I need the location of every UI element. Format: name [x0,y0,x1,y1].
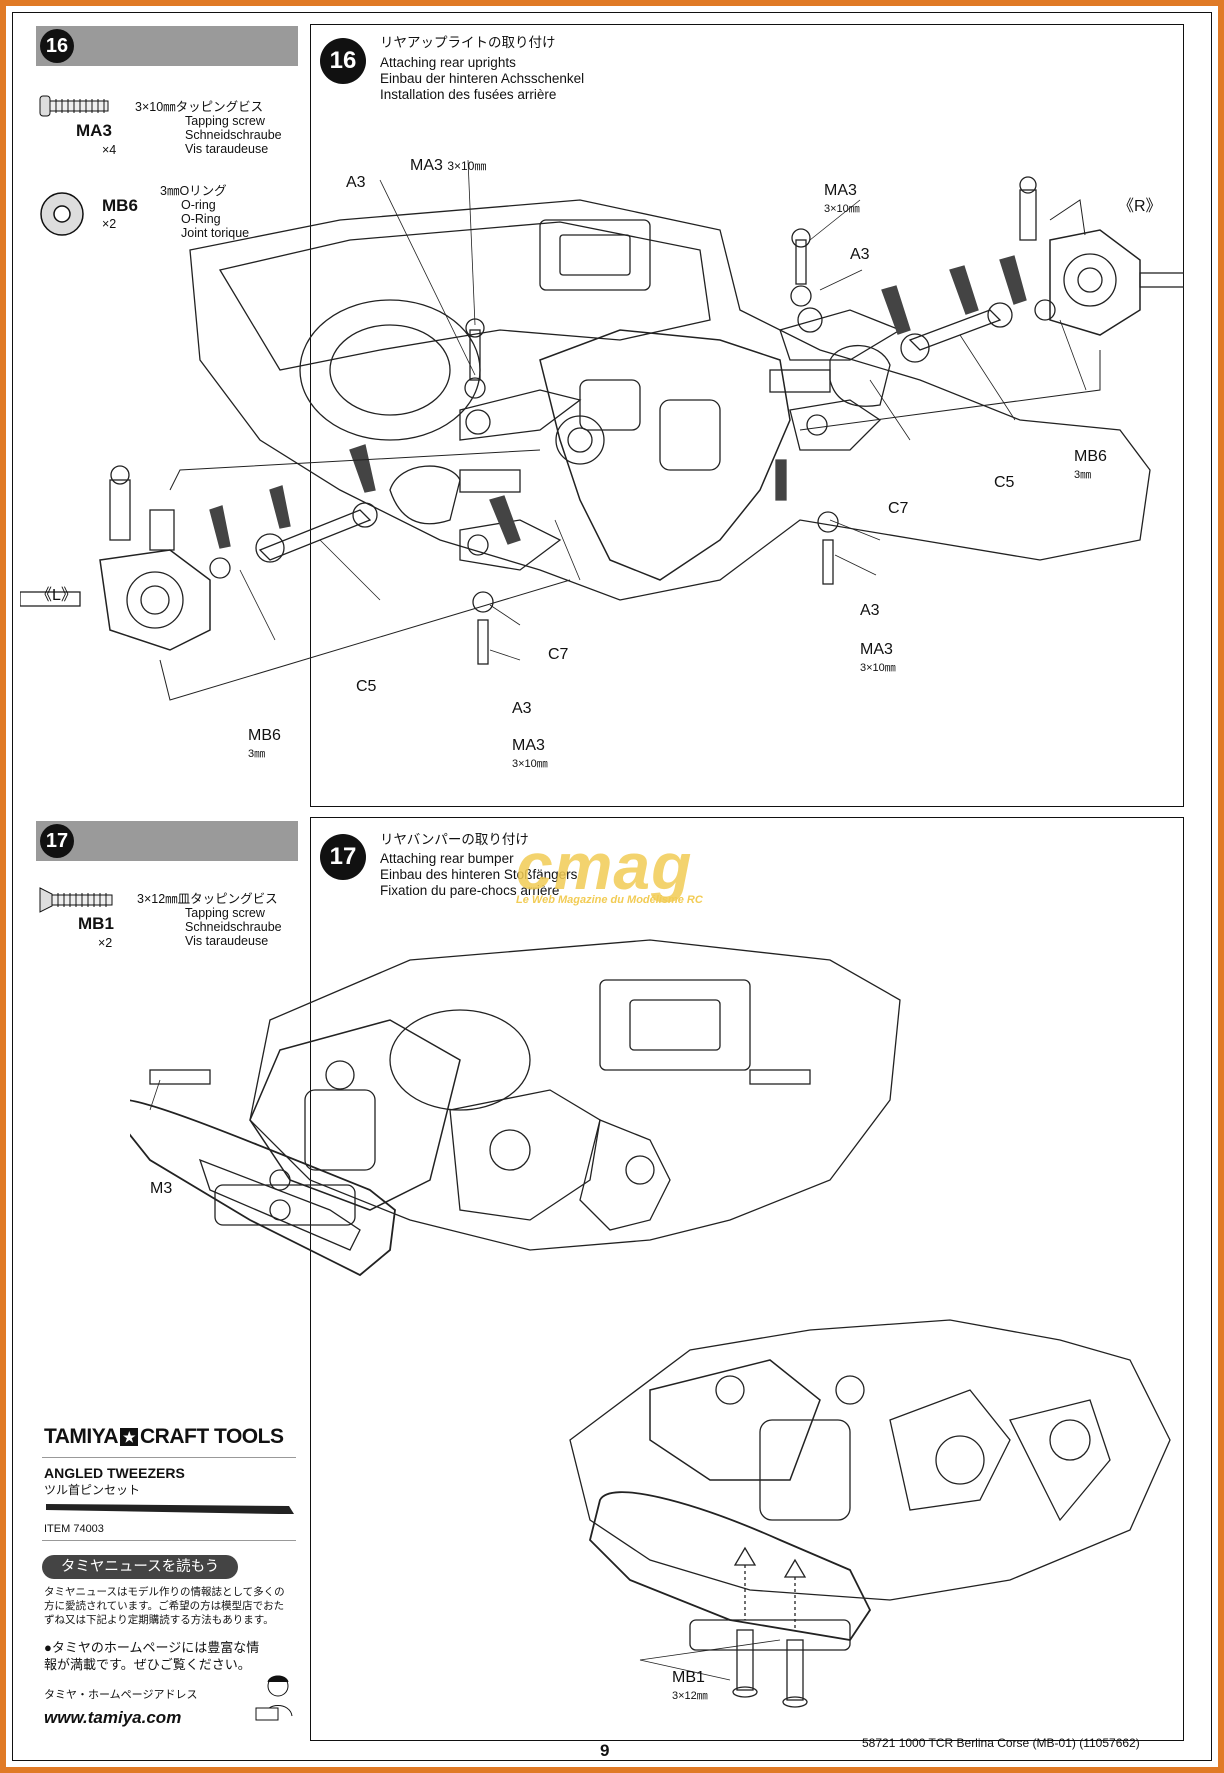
callout-c5-left: C5 [356,678,377,695]
tamiya-url-link[interactable]: www.tamiya.com [44,1708,182,1727]
callout-mb6-size: 3㎜ [1074,469,1092,481]
callout-ma3-size: 3×10㎜ [447,159,487,173]
step16-title-badge: 16 [320,38,366,84]
person-with-laptop-illustration [255,1675,293,1721]
step17-title-badge: 17 [320,834,366,880]
callout-a3-right: A3 [850,246,870,263]
mb1-name-de: Schneidschraube [185,920,282,934]
ma3-part-code: MA3 [76,121,112,140]
ad-product-name: ANGLED TWEEZERS [44,1465,185,1481]
ma3-name-jp: 3×10㎜タッピングビス [135,100,264,114]
tamiya-craft-tools-logo: TAMIYA★CRAFT TOOLS [44,1425,284,1449]
callout-ma3-right: MA3 3×10㎜ [824,182,860,216]
callout-ma3-code: MA3 [410,157,443,174]
callout-c7-left: C7 [548,646,569,663]
callout-mb6-code: MB6 [248,727,281,744]
ma3-name-fr: Vis taraudeuse [185,142,269,156]
mb6-name-de: O-Ring [181,212,221,226]
callout-ma3-size: 3×10㎜ [512,758,548,770]
callout-a3-top-left: A3 [346,174,366,191]
step16-panel [310,24,1184,807]
mb6-part-code: MB6 [102,196,138,215]
news-body-line-2: 方に愛読されています。ご希望の方は模型店でおた [44,1600,285,1612]
ad-item-number: ITEM 74003 [44,1523,104,1535]
mb1-name-fr: Vis taraudeuse [185,934,269,948]
mb1-part-code: MB1 [78,914,114,933]
callout-ma3-top: MA3 3×10㎜ [410,157,486,175]
footer-model-info: 58721 1000 TCR Berlina Corse (MB-01) (11… [862,1736,1140,1750]
callout-ma3-lower-right: MA3 3×10㎜ [860,641,896,675]
step17-title-de: Einbau des hinteren Stoßfängers [380,867,578,882]
tapping-screw-icon [39,95,109,117]
step16-title-de: Einbau der hinteren Achsschenkel [380,71,585,86]
callout-ma3-size: 3×10㎜ [860,662,896,674]
tamiya-brand: TAMIYA [44,1425,119,1448]
callout-ma3-code: MA3 [824,182,857,199]
page-number: 9 [600,1741,610,1760]
ma3-name-en: Tapping screw [185,114,265,128]
step16-number-badge: 16 [40,29,74,63]
callout-left-side: 《L》 [36,587,77,604]
watermark-logo: cmag [516,829,693,903]
step17-number-badge: 17 [40,824,74,858]
step17-title-en: Attaching rear bumper [380,851,514,866]
tamiya-news-banner: タミヤニュースを読もう [42,1555,238,1579]
step16-title-en: Attaching rear uprights [380,55,516,70]
step17-title-jp: リヤバンパーの取り付け [380,832,529,847]
callout-ma3-size: 3×10㎜ [824,203,860,215]
homepage-line-2: 報が満載です。ぜひご覧ください。 [44,1657,251,1672]
step16-title-fr: Installation des fusées arrière [380,87,557,102]
step16-title-jp: リヤアップライトの取り付け [380,35,556,50]
callout-m3: M3 [150,1180,173,1197]
tweezers-image [46,1504,294,1514]
watermark-tagline: Le Web Magazine du Modélisme RC [516,894,703,906]
callout-mb1-size: 3×12㎜ [672,1690,708,1702]
callout-mb6-size: 3㎜ [248,748,266,760]
news-body-line-3: ずね又は下記より定期購読する方法もあります。 [44,1614,274,1626]
callout-ma3-bottom: MA3 3×10㎜ [512,737,548,771]
callout-c5-right: C5 [994,474,1015,491]
callout-mb1-code: MB1 [672,1669,705,1686]
mb1-name-jp: 3×12㎜皿タッピングビス [137,892,278,906]
homepage-label: タミヤ・ホームページアドレス [44,1689,198,1701]
callout-ma3-code: MA3 [860,641,893,658]
mb6-name-en: O-ring [181,198,216,212]
callout-mb1: MB1 3×12㎜ [672,1669,708,1703]
ma3-name-de: Schneidschraube [185,128,282,142]
callout-a3-lower-right: A3 [860,602,880,619]
tamiya-star-icon: ★ [120,1428,139,1446]
cmag-watermark: cmag Le Web Magazine du Modélisme RC [516,828,703,906]
craft-tools-label: CRAFT TOOLS [140,1425,284,1448]
o-ring-icon [40,192,84,236]
mb6-quantity: ×2 [102,217,117,231]
countersunk-screw-icon [39,887,113,913]
callout-right-side: 《R》 [1118,198,1162,215]
mb1-name-en: Tapping screw [185,906,265,920]
ad-product-jp: ツル首ピンセット [44,1483,141,1497]
step17-assembly-drawing [130,939,1171,1708]
page-frame [12,12,1212,1761]
mb6-name-fr: Joint torique [181,226,250,240]
homepage-line-1: ●タミヤのホームページには豊富な情 [44,1640,260,1655]
callout-mb6-code: MB6 [1074,448,1107,465]
callout-ma3-code: MA3 [512,737,545,754]
callout-a3-bottom: A3 [512,700,532,717]
mb1-quantity: ×2 [98,936,113,950]
step17-parts-header: 17 [36,821,298,861]
ad-divider-2 [42,1540,296,1541]
news-body-line-1: タミヤニュースはモデル作りの情報誌として多くの [44,1586,285,1598]
callout-c7-right: C7 [888,500,909,517]
step16-parts-header: 16 [36,26,298,66]
step17-panel [310,817,1184,1741]
step16-assembly-drawing [20,160,1184,701]
ad-divider [42,1457,296,1458]
ma3-quantity: ×4 [102,143,117,157]
mb6-name-jp: 3㎜Oリング [160,184,227,198]
step17-title-fr: Fixation du pare-chocs arrière [380,883,560,898]
